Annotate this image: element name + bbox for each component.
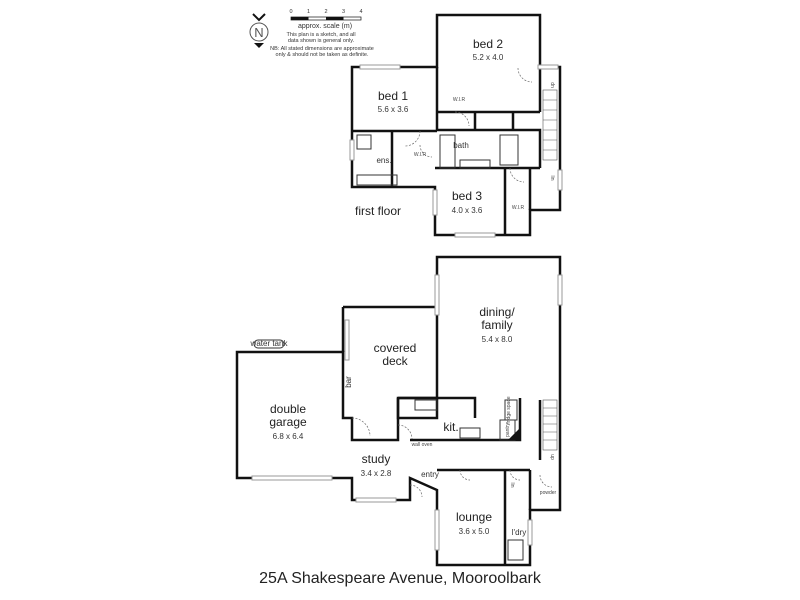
room-dims-bed2: 5.2 x 4.0: [473, 53, 504, 62]
svg-text:N: N: [254, 25, 263, 40]
room-label-lounge: lounge: [456, 510, 492, 524]
room-dims-lounge: 3.6 x 5.0: [459, 527, 490, 536]
room-dims-dining: 5.4 x 8.0: [482, 335, 513, 344]
svg-text:3: 3: [342, 9, 345, 15]
room-label-wir: W.I.R: [512, 205, 525, 211]
room-dims-garage: 6.8 x 6.4: [273, 432, 304, 441]
room-dims-bed1: 5.6 x 3.6: [378, 105, 409, 114]
room-label-garage: garage: [269, 415, 307, 429]
room-label-kitchen: kit.: [443, 420, 458, 434]
entry-label: entry: [421, 470, 439, 479]
room-label-linen: lin: [549, 175, 555, 180]
room-label-deck: deck: [382, 354, 408, 368]
water-tank-label: water tank: [250, 339, 289, 348]
room-dims-study: 3.4 x 2.8: [361, 469, 392, 478]
disclaimer: data shown is general only.: [288, 38, 355, 44]
stair-label: up: [549, 454, 555, 460]
stair-label: dn: [549, 82, 555, 88]
room-label-dining: dining/: [479, 305, 515, 319]
room-label-bed1: bed 1: [378, 89, 408, 103]
room-label-bath: bath: [453, 141, 469, 150]
room-label-laundry: l'dry: [512, 528, 526, 537]
pantry-label: pantry: [505, 423, 511, 437]
room-label-bed3: bed 3: [452, 189, 482, 203]
north-arrow-icon: N: [249, 13, 269, 48]
disclaimer: NB: All stated dimensions are approximat…: [270, 46, 374, 52]
first-floor-plan: [349, 13, 563, 238]
disclaimer: This plan is a sketch, and all: [286, 32, 355, 38]
property-address: 25A Shakespeare Avenue, Mooroolbark: [259, 570, 542, 587]
svg-text:2: 2: [324, 9, 327, 15]
svg-text:0: 0: [289, 9, 292, 15]
ground-floor-stairs: [542, 399, 558, 451]
svg-text:1: 1: [307, 9, 310, 15]
disclaimer: only & should not be taken as definite.: [276, 52, 369, 58]
room-label-wir: W.I.R: [453, 97, 466, 103]
room-label-ensuite: ens.: [376, 156, 391, 165]
first-floor-stairs: [542, 89, 558, 161]
scale-label: approx. scale (m): [298, 23, 352, 30]
bar-label: bar: [344, 376, 353, 388]
fridge-label: fridge space: [506, 396, 512, 423]
room-label-family: family: [481, 318, 512, 332]
svg-text:4: 4: [359, 9, 362, 15]
room-label-garage: double: [270, 402, 306, 416]
room-label-bed2: bed 2: [473, 37, 503, 51]
room-label-study: study: [362, 452, 391, 466]
room-label-wir: W.I.R: [414, 152, 427, 158]
room-label-linen: lin: [509, 482, 515, 487]
wall-oven-label: wall oven: [412, 442, 433, 448]
room-dims-bed3: 4.0 x 3.6: [452, 206, 483, 215]
room-label-deck: covered: [374, 341, 417, 355]
floor-label: first floor: [355, 204, 401, 218]
ground-floor-plan: [235, 255, 563, 567]
room-label-powder: powder: [540, 490, 557, 496]
scale-bar: 0 1 2 3 4: [289, 9, 363, 21]
